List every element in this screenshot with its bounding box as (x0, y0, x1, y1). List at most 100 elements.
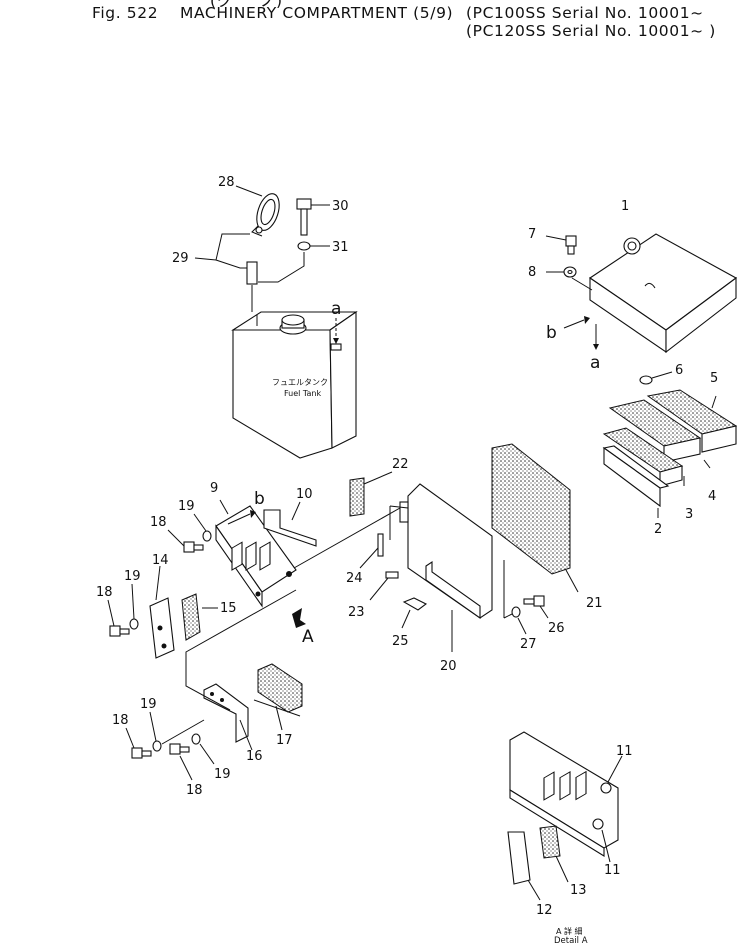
callout-12: 12 (536, 903, 553, 918)
serial-range-pc100ss: (PC100SS Serial No. 10001~ (466, 4, 704, 22)
panel-box-20 (389, 483, 493, 652)
callout-18-b: 18 (96, 585, 113, 600)
callout-26: 26 (548, 621, 565, 636)
washer-19d (191, 733, 215, 765)
callout-25: 25 (392, 634, 409, 649)
header: (ク ゜ ノ) Fig. 522 MACHINERY COMPARTMENT (… (0, 0, 737, 50)
marker-a-tank: a (331, 299, 341, 319)
view-markers: a a b b A (227, 299, 600, 647)
bolt-18d (169, 743, 193, 781)
callout-15: 15 (220, 601, 237, 616)
cushion-13 (539, 825, 569, 883)
callout-18-c: 18 (112, 713, 129, 728)
gauge-tube (194, 233, 258, 285)
marker-b-panel: b (254, 489, 265, 509)
bracket-16 (203, 683, 253, 751)
clip-24 (359, 533, 384, 569)
callout-19-b: 19 (124, 569, 141, 584)
view-arrow-A (292, 608, 306, 628)
callout-19-c: 19 (140, 697, 157, 712)
callout-11-bottom: 11 (604, 863, 621, 878)
detail-a-label-jp: A 詳 細 (556, 926, 583, 936)
detail-a-group: A 詳 細 Detail A (507, 731, 623, 945)
fuel-tank: フュエルタンク Fuel Tank (231, 310, 358, 459)
callout-18-d: 18 (186, 783, 203, 798)
insulation-pad-2 (602, 445, 670, 508)
figure-title: MACHINERY COMPARTMENT (5/9) (180, 4, 454, 22)
serial-range-pc120ss: (PC120SS Serial No. 10001~ ) (466, 22, 716, 40)
callout-21: 21 (586, 596, 603, 611)
marker-a-cover: a (590, 353, 600, 373)
washer-19c (149, 711, 162, 752)
callout-19-a: 19 (178, 499, 195, 514)
fuel-tank-label-en: Fuel Tank (284, 389, 321, 398)
bracket-25 (401, 597, 428, 629)
callout-30: 30 (332, 199, 349, 214)
callout-20: 20 (440, 659, 457, 674)
callout-9: 9 (210, 481, 218, 496)
insulation-pad-3 (602, 427, 684, 487)
bolt-18a (167, 529, 204, 553)
cover-plate (589, 233, 737, 354)
callout-4: 4 (708, 489, 716, 504)
bracket-15 (181, 593, 218, 641)
cover-group (545, 233, 737, 518)
washer-31 (297, 241, 330, 251)
detail-panel (509, 731, 619, 857)
callout-10: 10 (296, 487, 313, 502)
clip-23 (369, 571, 399, 601)
fuel-tank-group: フュエルタンク Fuel Tank (194, 185, 358, 459)
callout-17: 17 (276, 733, 293, 748)
callout-27: 27 (520, 637, 537, 652)
marker-b-cover: b (546, 323, 557, 343)
fuel-gauge (235, 185, 280, 237)
detail-a-label-en: Detail A (554, 936, 588, 945)
stay-14 (149, 565, 175, 659)
fuel-tank-label-jp: フュエルタンク (272, 378, 328, 387)
callout-2: 2 (654, 522, 662, 537)
bracket-10 (263, 501, 317, 547)
callout-13: 13 (570, 883, 587, 898)
callout-3: 3 (685, 507, 693, 522)
panel-switch-array (231, 541, 271, 571)
callout-8: 8 (528, 265, 536, 280)
bolt-26 (523, 595, 549, 619)
callout-31: 31 (332, 240, 349, 255)
callout-11-top: 11 (616, 744, 633, 759)
control-panel-group (107, 499, 401, 781)
figure-number: Fig. 522 (92, 4, 159, 22)
stay-12 (507, 831, 541, 901)
insulation-pad-4 (608, 399, 702, 463)
callout-16: 16 (246, 749, 263, 764)
callout-24: 24 (346, 571, 363, 586)
callout-labels: 1 2 3 4 5 6 7 8 9 10 11 11 12 13 14 15 1… (96, 175, 718, 918)
panel-box-group (349, 443, 579, 652)
washer-27 (511, 606, 527, 635)
callout-19-d: 19 (214, 767, 231, 782)
callout-5: 5 (710, 371, 718, 386)
callout-14: 14 (152, 553, 169, 568)
insulation-pad-5 (646, 389, 737, 453)
insulation-panel-21 (491, 443, 579, 593)
washer-19a (193, 513, 212, 542)
callout-1: 1 (621, 199, 629, 214)
callout-29: 29 (172, 251, 189, 266)
bolt-18c (125, 727, 152, 759)
washer-19b (129, 583, 139, 630)
callout-6: 6 (675, 363, 683, 378)
marker-A: A (302, 627, 314, 647)
callout-23: 23 (348, 605, 365, 620)
washer-8 (546, 266, 577, 278)
bolt-30 (296, 198, 330, 236)
callout-22: 22 (392, 457, 409, 472)
bolt-7 (545, 235, 577, 255)
header-top-partial: (ク ゜ ノ) (210, 0, 283, 10)
pad-17 (257, 663, 303, 731)
bolt-18b (107, 599, 130, 637)
cushion-22 (349, 471, 393, 517)
callout-28: 28 (218, 175, 235, 190)
cushion-6 (639, 371, 673, 385)
callout-18-a: 18 (150, 515, 167, 530)
panel-9 (215, 499, 297, 608)
